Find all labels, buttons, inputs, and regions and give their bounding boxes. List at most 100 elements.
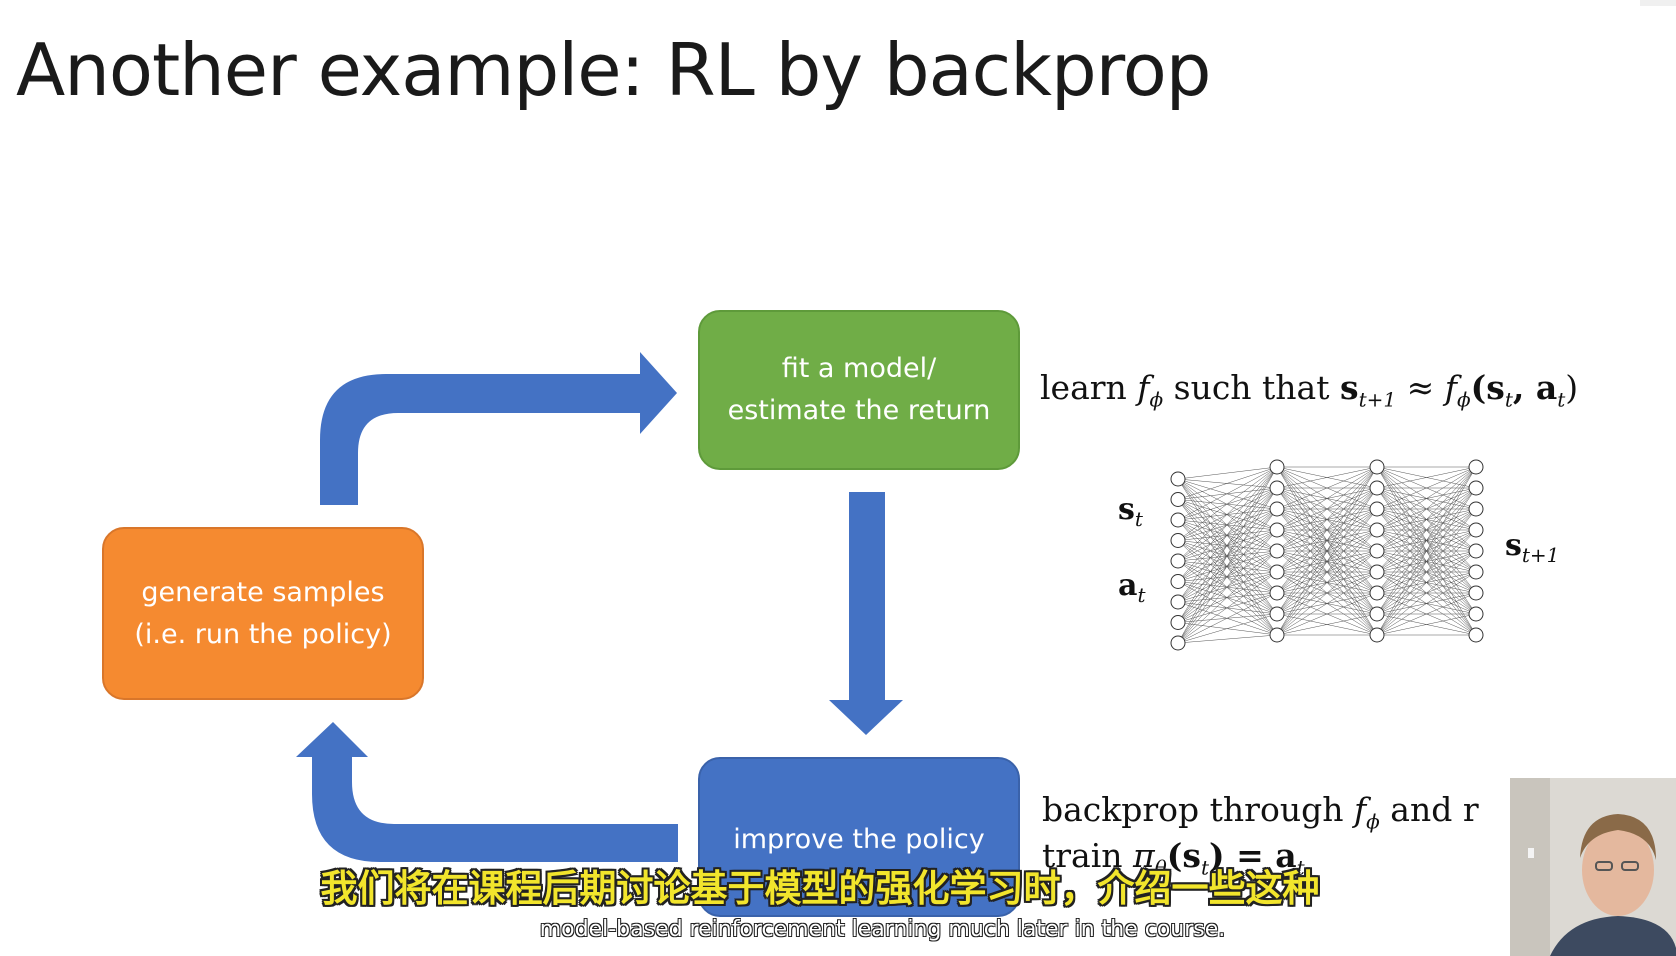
nn-connection	[1276, 466, 1378, 531]
speaker-image	[1510, 778, 1676, 956]
nn-connection	[1177, 466, 1278, 562]
nn-connection	[1177, 571, 1278, 644]
nn-connection	[1376, 466, 1477, 510]
subtitle-chinese: 我们将在课程后期讨论基于模型的强化学习时，介绍一些这种	[320, 867, 1320, 910]
nn-node	[1369, 480, 1385, 496]
subtitle-english: model-based reinforcement learning much …	[539, 917, 1226, 942]
nn-input-state-label: st	[1118, 492, 1143, 531]
nn-connection	[1177, 466, 1278, 541]
nn-node	[1269, 564, 1285, 580]
nn-connection	[1276, 487, 1378, 636]
nn-connection	[1376, 571, 1477, 636]
nn-node	[1269, 627, 1285, 643]
nn-connection	[1276, 508, 1378, 636]
speaker-webcam	[1510, 778, 1676, 956]
nn-node	[1369, 522, 1385, 538]
nn-connection	[1276, 592, 1378, 636]
nn-connection	[1177, 466, 1278, 500]
nn-node	[1269, 501, 1285, 517]
nn-connection	[1177, 466, 1278, 521]
nn-connection	[1177, 634, 1278, 644]
nn-connection	[1276, 466, 1378, 489]
nn-output-label: st+1	[1505, 528, 1560, 567]
learn-equation: learn fϕ such that st+1 ≈ fϕ(st, at)	[1040, 368, 1579, 412]
nn-node	[1269, 543, 1285, 559]
nn-connection	[1177, 466, 1278, 603]
nn-node	[1468, 627, 1484, 643]
nn-node	[1170, 635, 1186, 651]
nn-input-action-label: at	[1118, 568, 1146, 607]
nn-node	[1269, 585, 1285, 601]
nn-node	[1170, 594, 1186, 610]
nn-connection	[1376, 529, 1477, 636]
nn-connection	[1177, 613, 1278, 644]
nn-connection	[1376, 592, 1477, 636]
nn-node	[1170, 533, 1186, 548]
nn-node	[1468, 585, 1484, 601]
nn-node	[1170, 492, 1186, 507]
nn-connection	[1276, 571, 1378, 636]
nn-node	[1468, 459, 1484, 475]
nn-connection	[1376, 466, 1477, 636]
nn-node	[1269, 480, 1285, 496]
nn-node	[1170, 615, 1186, 630]
nn-node	[1468, 543, 1484, 559]
nn-connection	[1177, 550, 1278, 644]
nn-connection	[1177, 466, 1278, 480]
train-policy-text: train πθ(st) = at	[1042, 836, 1305, 880]
nn-node	[1369, 627, 1385, 643]
nn-node	[1170, 471, 1186, 487]
nn-connection	[1376, 466, 1477, 615]
nn-connection	[1276, 466, 1378, 552]
nn-connection	[1276, 466, 1378, 594]
nn-node	[1170, 574, 1186, 589]
nn-node	[1468, 480, 1484, 496]
nn-connection	[1376, 613, 1477, 636]
nn-connection	[1276, 550, 1378, 636]
nn-node	[1269, 522, 1285, 538]
nn-connection	[1376, 466, 1477, 489]
nn-node	[1468, 564, 1484, 580]
nn-node	[1468, 606, 1484, 622]
arrow-generate-to-fit	[320, 352, 677, 505]
nn-node	[1170, 553, 1186, 569]
nn-connection	[1177, 466, 1278, 644]
nn-connection	[1376, 487, 1477, 636]
nn-node	[1369, 501, 1385, 517]
improve-policy-box: improve the policy	[698, 757, 1020, 917]
nn-connection	[1177, 508, 1278, 644]
nn-node	[1269, 459, 1285, 475]
nn-node	[1369, 606, 1385, 622]
arrow-fit-to-improve	[829, 492, 903, 735]
nn-connection	[1276, 466, 1378, 510]
nn-connection	[1276, 466, 1378, 573]
slide-title: Another example: RL by backprop	[16, 28, 1211, 112]
nn-connection	[1177, 466, 1278, 582]
nn-node	[1468, 501, 1484, 517]
nn-node	[1170, 512, 1186, 528]
nn-connection	[1376, 508, 1477, 636]
nn-node	[1369, 585, 1385, 601]
nn-connection	[1376, 466, 1477, 552]
nn-node	[1468, 522, 1484, 538]
nn-connection	[1177, 529, 1278, 644]
nn-connection	[1376, 466, 1477, 531]
nn-connection	[1376, 550, 1477, 636]
nn-connection	[1276, 466, 1378, 615]
neural-network-diagram	[1170, 459, 1484, 651]
fit-model-box: fit a model/ estimate the return	[698, 310, 1020, 470]
nn-connection	[1177, 592, 1278, 644]
backprop-text: backprop through fϕ and r	[1042, 790, 1479, 834]
arrow-improve-to-generate	[296, 722, 678, 862]
nn-connection	[1276, 613, 1378, 636]
generate-samples-box: generate samples (i.e. run the policy)	[102, 527, 424, 700]
nn-connection	[1177, 487, 1278, 644]
nn-connection	[1276, 529, 1378, 636]
nn-node	[1369, 564, 1385, 580]
nn-connection	[1376, 466, 1477, 573]
nn-connection	[1376, 466, 1477, 594]
corner-mark	[1640, 0, 1676, 6]
nn-connection	[1177, 466, 1278, 623]
nn-node	[1369, 459, 1385, 475]
